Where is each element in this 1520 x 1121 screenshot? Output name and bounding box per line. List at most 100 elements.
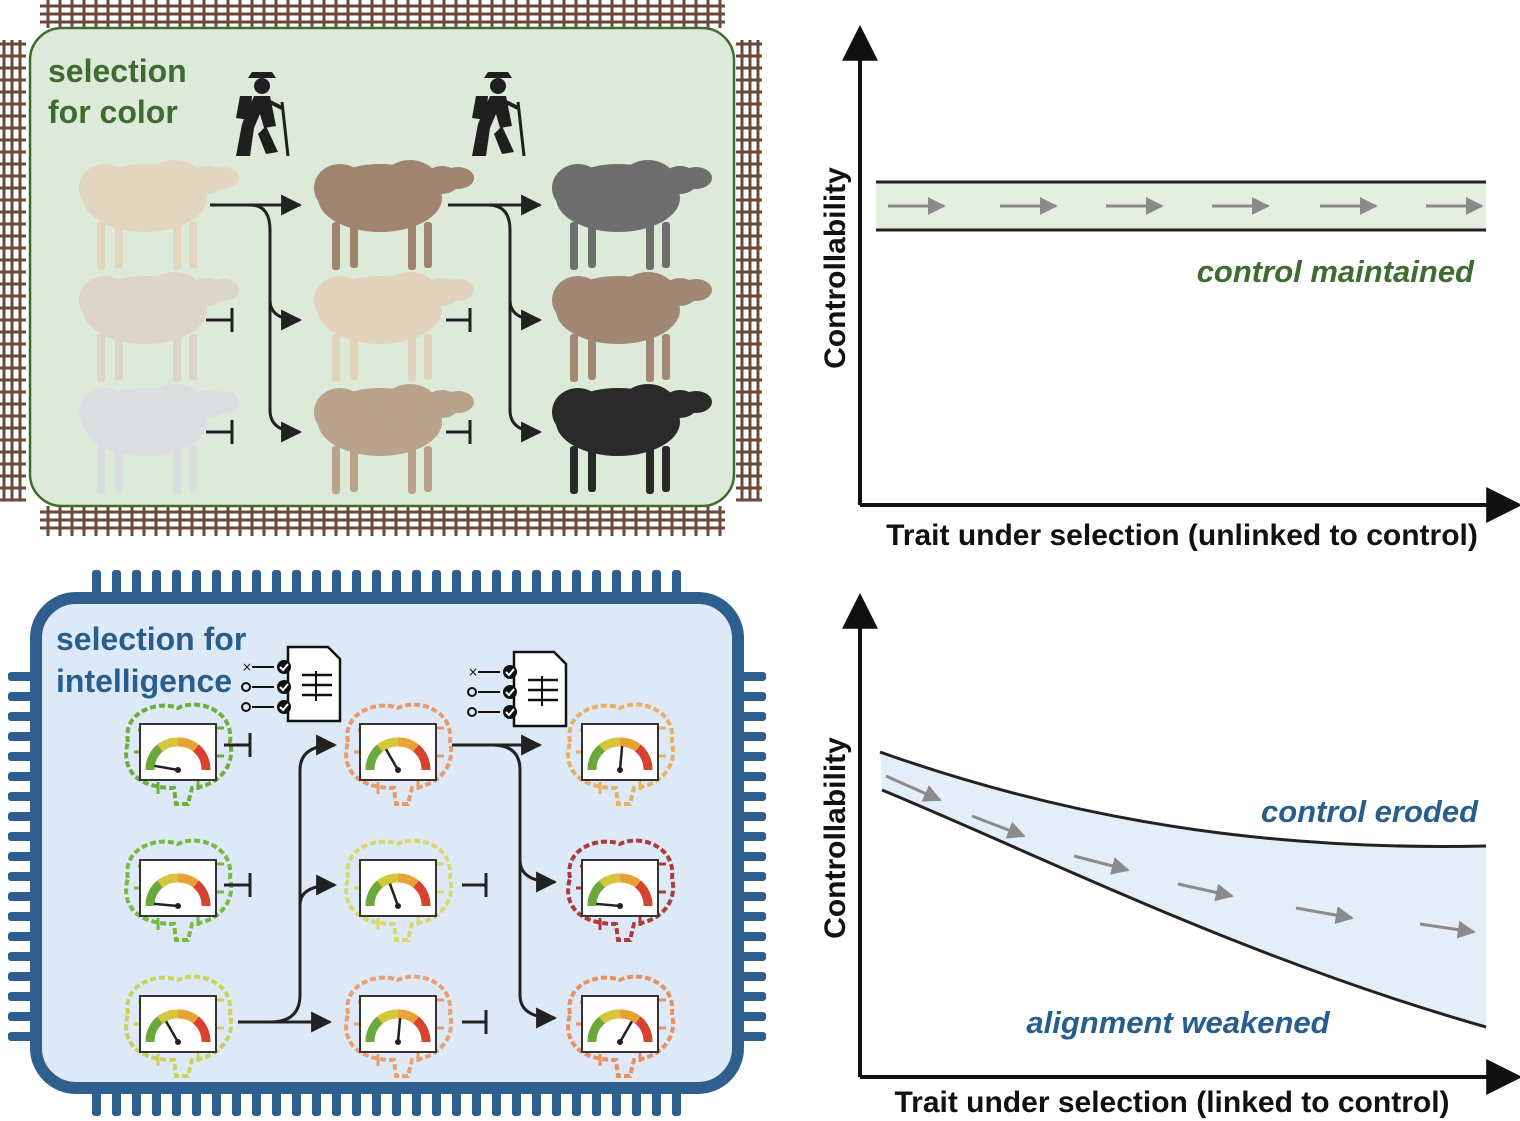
chip-pin: [738, 712, 766, 721]
annotation-control-eroded: control eroded: [1261, 794, 1479, 829]
chip-pin: [452, 570, 461, 598]
sheep-flock: [79, 160, 712, 494]
chip-pin: [592, 1088, 601, 1116]
chip-pin: [592, 570, 601, 598]
ai-brain-icon: [566, 974, 676, 1078]
chip-pin: [152, 1088, 161, 1116]
fence-ticks: [0, 0, 762, 536]
chip-pin: [312, 1088, 321, 1116]
chip-pin: [252, 1088, 261, 1116]
chip-pin: [92, 570, 101, 598]
chip-pin: [672, 1088, 681, 1116]
ai-brain-icon: [344, 838, 454, 942]
ai-panel-title-line1: selection for: [56, 621, 246, 657]
chip-pin: [312, 570, 321, 598]
band-lower-edge: [881, 788, 1487, 1029]
chip-pin: [8, 732, 36, 741]
chip-pin: [472, 1088, 481, 1116]
trajectory-arrow: [885, 774, 942, 802]
chip-pin: [132, 1088, 141, 1116]
chip-pin: [738, 832, 766, 841]
ai-panel: selection for intelligence: [8, 570, 766, 1116]
control-band: [876, 182, 1486, 230]
chip-pin: [172, 570, 181, 598]
chip-pin: [452, 1088, 461, 1116]
chip-pin: [738, 692, 766, 701]
chip-pin: [8, 692, 36, 701]
chip-pin: [8, 952, 36, 961]
chip-pin: [232, 1088, 241, 1116]
annotation-alignment-weakened: alignment weakened: [1026, 1005, 1330, 1040]
trajectory-arrow: [1419, 920, 1476, 939]
selection-arrows-sheep: [206, 194, 543, 444]
chip-pin: [8, 912, 36, 921]
chip-pin: [212, 1088, 221, 1116]
chip-pin: [292, 570, 301, 598]
chip-pin: [492, 1088, 501, 1116]
chip-pin: [492, 570, 501, 598]
chip-pin: [432, 1088, 441, 1116]
chip-pin: [572, 570, 581, 598]
ai-brain-icon: [124, 702, 234, 806]
chip-pin: [272, 570, 281, 598]
chip-pin: [738, 732, 766, 741]
chip-pin: [738, 852, 766, 861]
chip-pin: [652, 570, 661, 598]
chip-pin: [8, 832, 36, 841]
trajectory-arrows: [885, 774, 1476, 939]
ai-brain-icon: [124, 838, 234, 942]
chip-pin: [332, 1088, 341, 1116]
chip-pin: [532, 570, 541, 598]
chip-pin: [8, 772, 36, 781]
sheep-panel: selection for color: [0, 0, 762, 536]
ai-panel-title-line2: intelligence: [56, 663, 232, 699]
chip-pin: [738, 752, 766, 761]
chip-pin: [8, 752, 36, 761]
chip-pin: [738, 1012, 766, 1021]
chip-pin: [8, 1032, 36, 1041]
chip-pin: [132, 570, 141, 598]
chip-pin: [292, 1088, 301, 1116]
chip-pin: [738, 812, 766, 821]
chip-pin: [8, 992, 36, 1001]
ai-brain-icon: [566, 838, 676, 942]
chip-pin: [632, 1088, 641, 1116]
chip-pin: [352, 570, 361, 598]
chip-pin: [652, 1088, 661, 1116]
chip-pin: [392, 570, 401, 598]
chip-pin: [8, 792, 36, 801]
chip-pin: [532, 1088, 541, 1116]
chip-pin: [232, 570, 241, 598]
selection-arrows-ai: [224, 733, 558, 1034]
chip-pin: [372, 570, 381, 598]
ai-models: [124, 702, 676, 1078]
chip-pin: [192, 1088, 201, 1116]
sheep-pasture: [28, 26, 736, 508]
chip-pin: [512, 570, 521, 598]
chip-pin: [612, 1088, 621, 1116]
y-axis-label: Controllability: [819, 737, 852, 939]
chip-pin: [332, 570, 341, 598]
sheep-panel-title-line2: for color: [48, 94, 178, 130]
chip-pin: [672, 570, 681, 598]
y-axis-label: Controllability: [819, 167, 852, 369]
chip-pin: [92, 1088, 101, 1116]
sheep-panel-title-line1: selection: [48, 53, 187, 89]
chip-pin: [738, 872, 766, 881]
trajectory-arrow: [971, 814, 1026, 839]
chip-pin: [172, 1088, 181, 1116]
chip-pin: [112, 1088, 121, 1116]
chip-pin: [612, 570, 621, 598]
control-band: [880, 752, 1486, 1027]
chip-pin: [352, 1088, 361, 1116]
chip-pin: [572, 1088, 581, 1116]
chip-pin: [412, 1088, 421, 1116]
chip-pins: [8, 570, 766, 1116]
chip-pin: [412, 570, 421, 598]
trajectory-arrow: [1177, 882, 1234, 902]
chip-pin: [8, 872, 36, 881]
annotation-control-maintained: control maintained: [1197, 254, 1475, 289]
chip-pin: [552, 1088, 561, 1116]
chip-pin: [738, 912, 766, 921]
